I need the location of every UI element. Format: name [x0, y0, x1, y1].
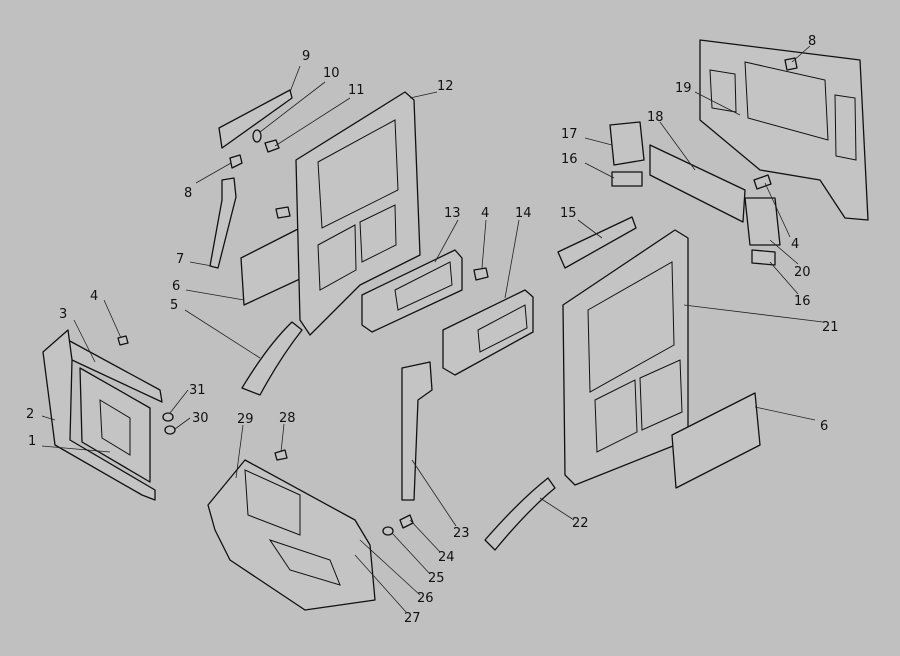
callout: 4	[791, 237, 799, 252]
callout: 24	[438, 550, 455, 565]
part-23-pillar	[401, 361, 433, 501]
callout: 7	[176, 252, 184, 267]
part-20-pad	[744, 197, 781, 246]
callout: 15	[560, 206, 577, 221]
part-10-washer	[252, 129, 262, 143]
callout: 13	[444, 206, 461, 221]
callout: 25	[428, 571, 445, 586]
part-7-pillar-trim	[209, 177, 237, 269]
callout: 31	[189, 383, 206, 398]
callout-labels: 9 10 11 12 8 7 6 5 4 3 2 1 31 30 29 28 1…	[26, 34, 839, 626]
part-15-trim-strip	[557, 216, 637, 269]
part-8-clip	[229, 154, 243, 169]
part-17-pad	[609, 121, 645, 166]
part-11-screw	[264, 139, 280, 153]
callout: 6	[820, 419, 828, 434]
part-6-panel-left	[240, 227, 303, 306]
part-28-screw	[274, 449, 288, 461]
part-4-screw-small	[117, 335, 129, 346]
part-6-panel-right	[671, 392, 761, 489]
part-4-bolt-right	[753, 174, 772, 190]
callout: 22	[572, 516, 589, 531]
callout: 26	[417, 591, 434, 606]
callout: 1	[28, 434, 36, 449]
part-2-1-step-panel	[42, 329, 156, 501]
callout: 9	[302, 49, 310, 64]
part-21-side-panel-right	[562, 229, 689, 486]
part-4-bolt-upper	[275, 206, 291, 219]
callout: 27	[404, 611, 421, 626]
callout: 4	[90, 289, 98, 304]
part-25-washer	[382, 526, 394, 536]
part-13-vent-panel	[361, 249, 463, 333]
part-5-wheel-arch-trim	[241, 321, 303, 396]
callout: 28	[279, 411, 296, 426]
callout: 30	[192, 411, 209, 426]
callout: 8	[184, 186, 192, 201]
part-8-clip-right	[784, 57, 798, 71]
callout: 14	[515, 206, 532, 221]
callout: 4	[481, 206, 489, 221]
callout: 18	[647, 110, 664, 125]
part-27-floor-panel	[207, 459, 376, 611]
part-18-pad	[649, 144, 746, 223]
leader-lines	[41, 45, 824, 613]
callout: 21	[822, 320, 839, 335]
callout: 5	[170, 298, 178, 313]
callout: 10	[323, 66, 340, 81]
callout: 17	[561, 127, 578, 142]
callout: 29	[237, 412, 254, 427]
callout: 3	[59, 307, 67, 322]
callout: 2	[26, 407, 34, 422]
part-16-pad-right	[751, 249, 776, 266]
callout: 6	[172, 279, 180, 294]
part-22-wheel-arch-trim	[484, 477, 556, 551]
part-31-washer	[162, 412, 174, 422]
part-14-vent-panel	[442, 289, 534, 376]
part-4-bolt	[473, 267, 489, 281]
callout: 23	[453, 526, 470, 541]
callout: 16	[794, 294, 811, 309]
callout: 16	[561, 152, 578, 167]
callout: 8	[808, 34, 816, 49]
callout: 19	[675, 81, 692, 96]
part-30-nut	[164, 425, 176, 435]
part-9-trim-strip	[218, 89, 293, 149]
part-19-rear-panel	[699, 39, 869, 221]
callout: 11	[348, 83, 365, 98]
part-12-side-panel-left	[295, 91, 421, 336]
part-16-pad	[611, 171, 643, 187]
callout: 12	[437, 79, 454, 94]
callout: 20	[794, 265, 811, 280]
